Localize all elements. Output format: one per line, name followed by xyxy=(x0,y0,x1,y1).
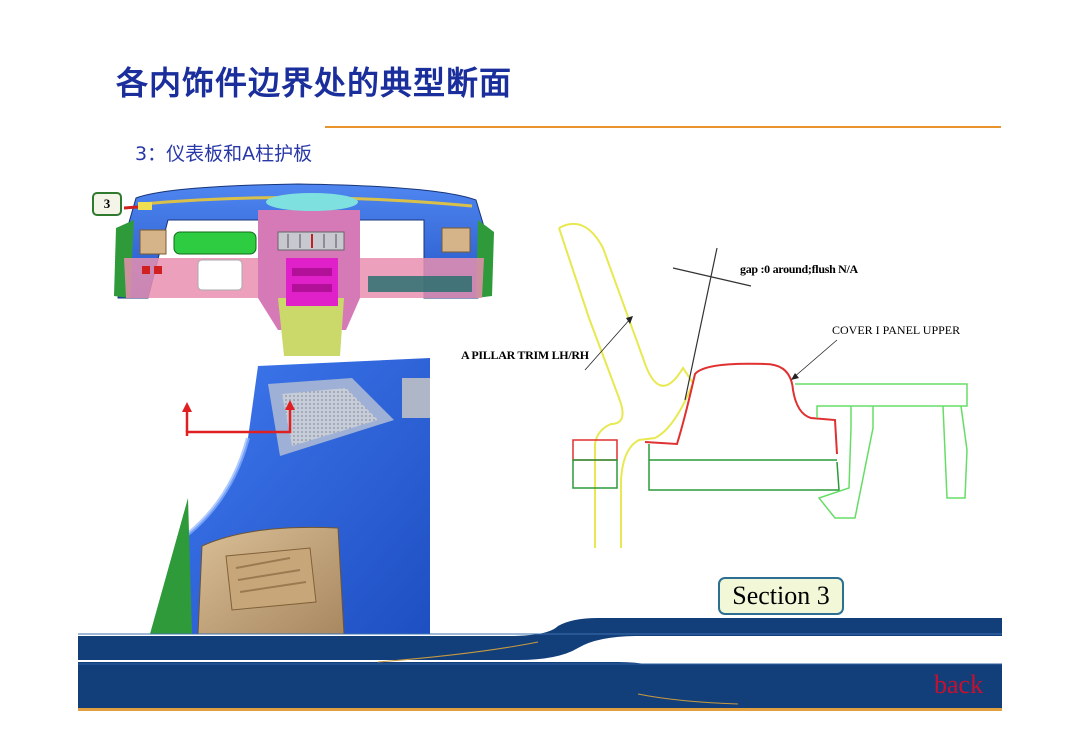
page-title: 各内饰件边界处的典型断面 xyxy=(116,64,513,102)
a-pillar-closeup-render xyxy=(140,358,430,634)
section-subtitle: 3：仪表板和A柱护板 xyxy=(135,143,313,165)
section-callout-marker: 3 xyxy=(92,192,122,216)
section-cut-arrow-icon xyxy=(182,400,295,436)
gap-annotation: gap :0 around;flush N/A xyxy=(740,262,858,276)
cross-section-drawing xyxy=(558,223,968,548)
cover-panel-label: COVER I PANEL UPPER xyxy=(832,323,961,337)
dashboard-overview-render xyxy=(114,183,494,356)
section-badge: Section 3 xyxy=(718,577,844,615)
footer-band xyxy=(78,618,1002,711)
title-divider xyxy=(325,126,1001,128)
back-link[interactable]: back xyxy=(934,670,984,699)
a-pillar-trim-label: A PILLAR TRIM LH/RH xyxy=(461,348,589,362)
